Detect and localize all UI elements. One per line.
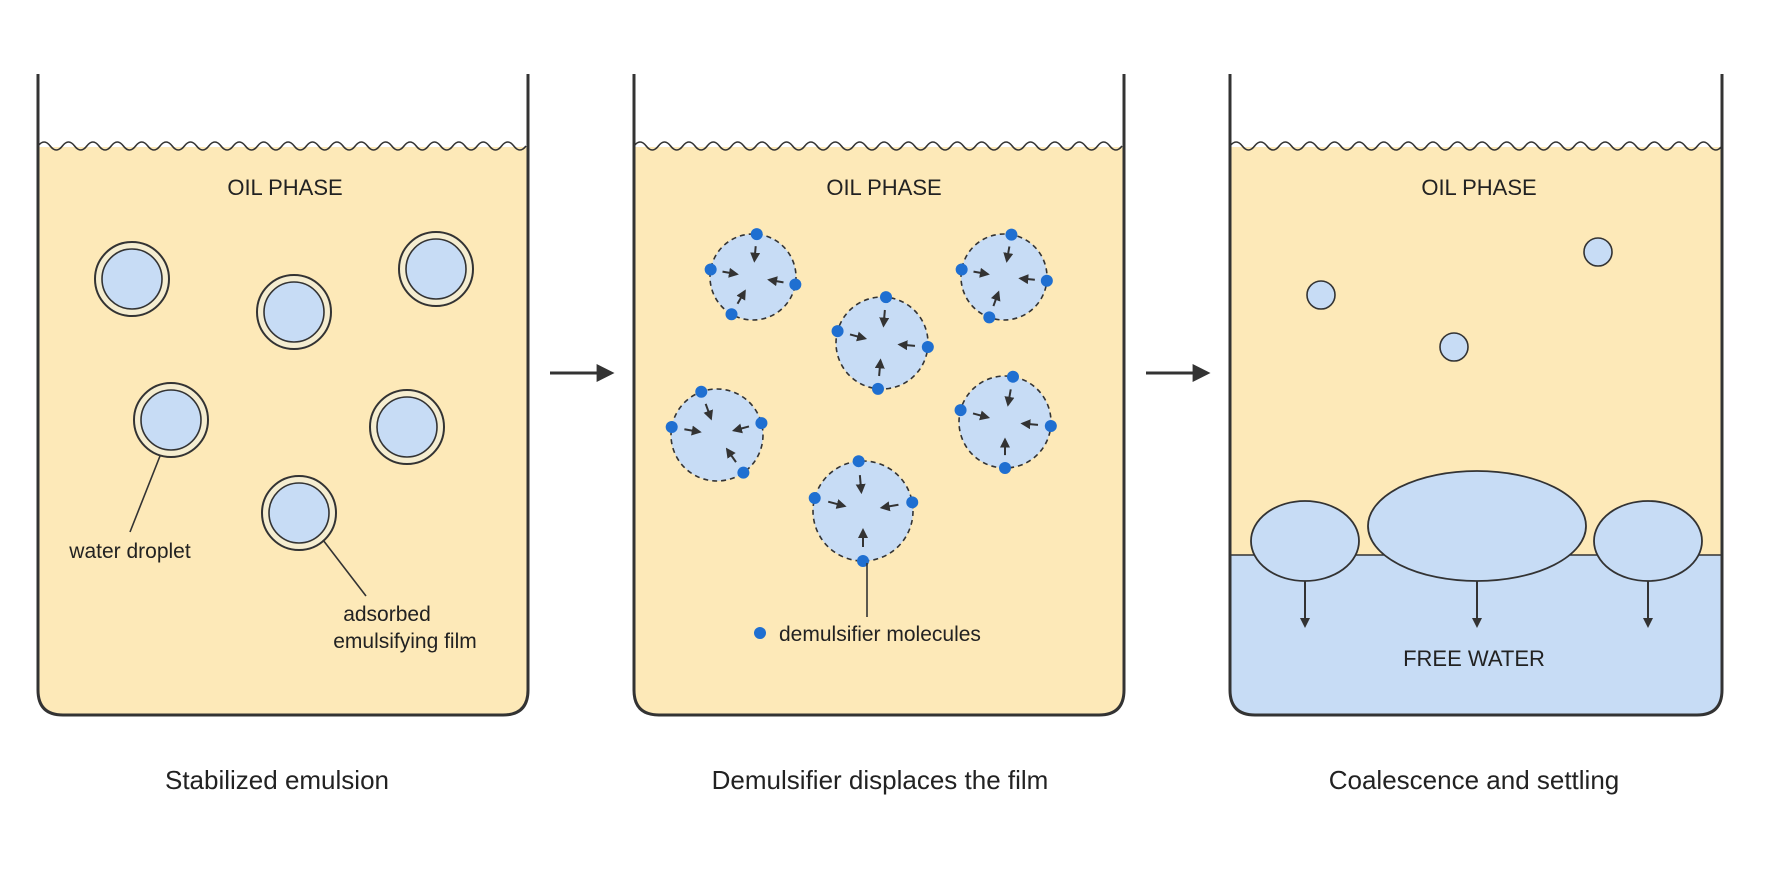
demulsifier-molecule (852, 455, 865, 468)
oil-surface-wave (633, 141, 1123, 151)
free-water-label: FREE WATER (1403, 646, 1545, 671)
demulsifier-molecule (1006, 370, 1019, 383)
film-callout-line1: adsorbed (343, 603, 431, 626)
penetration-arrow (897, 340, 916, 351)
demulsified-droplet (955, 228, 1053, 324)
demulsifier-molecule (871, 382, 884, 395)
beaker-outline (36, 74, 530, 717)
oil-phase-label: OIL PHASE (227, 175, 342, 200)
demulsifier-molecule (831, 325, 844, 338)
small-water-droplet (1439, 332, 1469, 362)
water-droplet (256, 274, 332, 350)
demulsifier-molecule (665, 421, 678, 434)
penetration-arrow (725, 447, 737, 463)
stabilized-droplets (94, 231, 474, 551)
droplet-weakened-film (670, 388, 764, 482)
demulsifier-molecule (921, 341, 934, 354)
beaker-outline (1228, 74, 1724, 717)
penetration-arrow (1004, 389, 1015, 407)
demulsifier-molecule (955, 263, 968, 276)
demulsifier-molecule (695, 385, 708, 398)
penetration-arrow (1003, 246, 1014, 263)
demulsified-droplet (831, 291, 934, 395)
penetration-arrow (972, 410, 991, 421)
demulsified-droplet (954, 370, 1057, 474)
beaker-outline (632, 74, 1126, 717)
small-water-droplet (1583, 237, 1613, 267)
demulsifier-molecule (704, 263, 717, 276)
oil-surface-wave (1229, 141, 1723, 151)
panel-coalescence-settling: OIL PHASE FREE WATER Coalescence and set… (1228, 74, 1724, 795)
coalesced-droplet (1250, 500, 1360, 582)
demulsifier-molecule (1040, 274, 1053, 287)
droplet-weakened-film (835, 296, 929, 390)
demulsified-droplets (665, 228, 1057, 567)
demulsifier-molecule (808, 492, 821, 505)
demulsifier-molecule (1005, 228, 1018, 241)
coalesced-droplet-large (1367, 470, 1587, 582)
water-droplet-leader-line (129, 455, 161, 533)
demulsifier-molecule (906, 496, 919, 509)
penetration-arrow (973, 267, 990, 278)
caption-stabilized-emulsion: Stabilized emulsion (165, 765, 389, 795)
demulsifier-molecule (789, 278, 802, 291)
settling-arrows (1300, 581, 1653, 628)
small-water-droplet (1306, 280, 1336, 310)
penetration-arrow (684, 425, 702, 436)
demulsifier-molecule (725, 308, 738, 321)
water-droplet-callout: water droplet (68, 540, 191, 563)
penetration-arrow (855, 475, 866, 495)
demulsified-droplet (808, 455, 919, 567)
penetration-arrow (722, 267, 739, 278)
water-droplet (398, 231, 474, 307)
coalesced-droplet (1593, 500, 1703, 582)
demulsifier-molecule (880, 291, 893, 304)
droplet-weakened-film (709, 233, 797, 321)
panel-demulsifier-action: OIL PHASE demulsifier molecules Demulsif… (632, 74, 1126, 795)
demulsifier-molecule (999, 462, 1011, 474)
panel-stabilized-emulsion: OIL PHASE (36, 74, 530, 795)
penetration-arrow (879, 309, 890, 328)
coalesced-droplets (1250, 470, 1703, 582)
demulsifier-molecule (1044, 420, 1057, 433)
film-callout-line2: emulsifying film (333, 630, 477, 653)
droplet-weakened-film (960, 233, 1048, 321)
demulsifier-molecule (755, 417, 768, 430)
demulsifier-callout: demulsifier molecules (779, 623, 981, 646)
demulsifier-molecule (954, 404, 967, 417)
penetration-arrow (827, 499, 847, 509)
caption-demulsifier-displaces-film: Demulsifier displaces the film (712, 765, 1049, 795)
penetration-arrow (1020, 419, 1039, 430)
penetration-arrow (990, 290, 1001, 307)
penetration-arrow (750, 246, 761, 263)
oil-phase-label: OIL PHASE (1421, 175, 1536, 200)
penetration-arrow (874, 358, 885, 377)
demulsifier-legend-dot (754, 627, 766, 639)
demulsifier-molecule (750, 228, 763, 241)
penetration-arrow (849, 331, 868, 342)
free-water-layer (1230, 555, 1722, 715)
penetration-arrow (1018, 274, 1035, 285)
water-droplet (261, 475, 337, 551)
penetration-arrow (767, 276, 784, 287)
water-droplet (133, 382, 209, 458)
residual-small-droplets (1306, 237, 1613, 362)
oil-phase-label: OIL PHASE (826, 175, 941, 200)
oil-surface-wave (37, 141, 527, 151)
demulsifier-molecule (983, 311, 996, 324)
water-droplet (369, 389, 445, 465)
penetration-arrow (731, 423, 750, 434)
demulsifier-molecule (737, 466, 750, 479)
demulsified-droplet (665, 385, 768, 482)
penetration-arrow (879, 501, 899, 512)
caption-coalescence-settling: Coalescence and settling (1329, 765, 1620, 795)
penetration-arrow (703, 403, 713, 421)
demulsified-droplet (704, 228, 802, 321)
demulsifier-molecule (857, 555, 869, 567)
water-droplet (94, 241, 170, 317)
penetration-arrow (736, 289, 746, 305)
film-leader-line (322, 539, 367, 597)
